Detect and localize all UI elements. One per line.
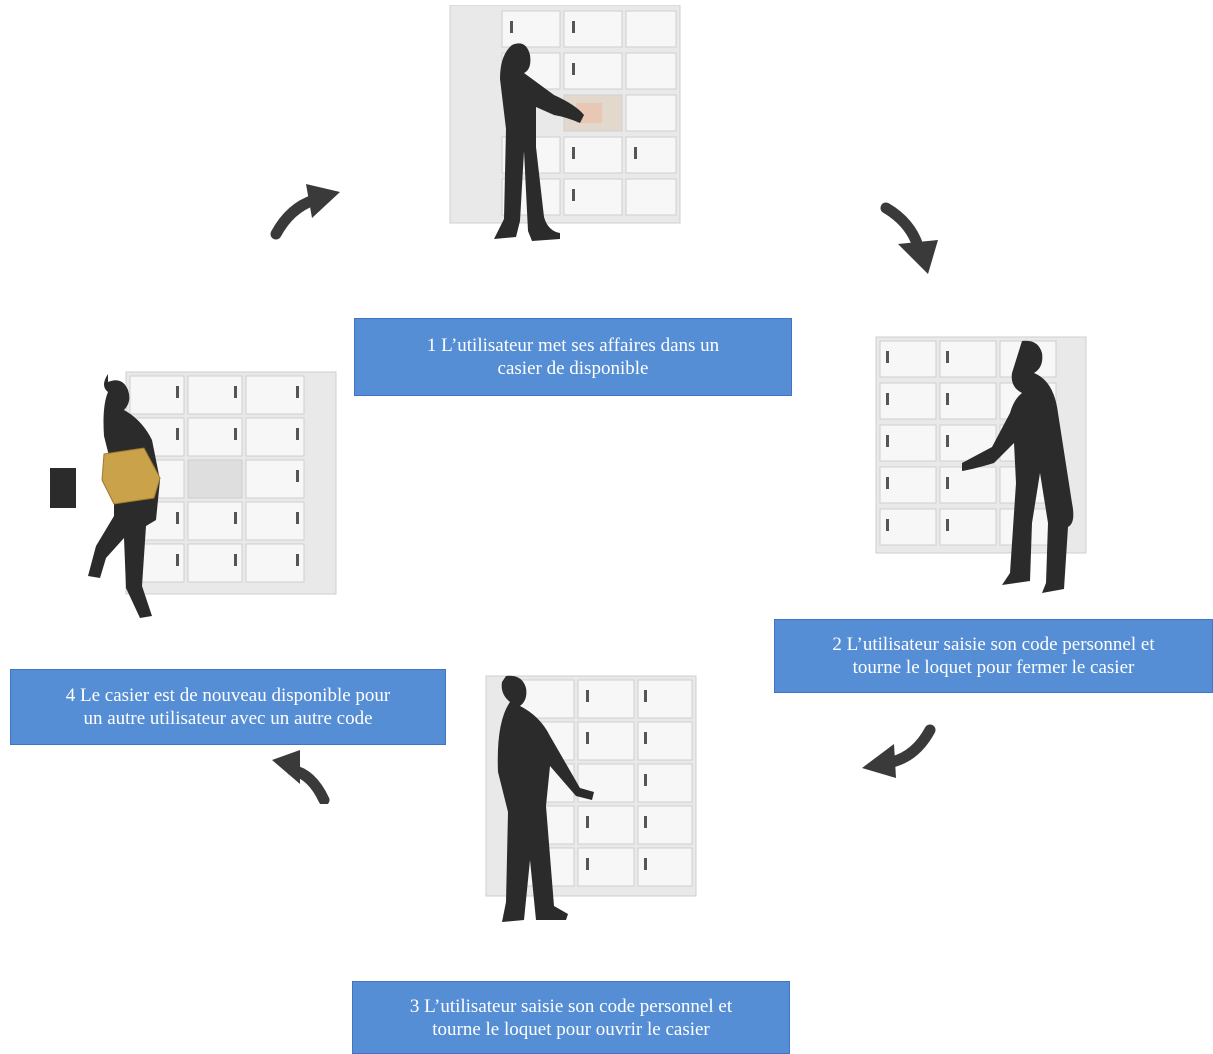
step-1-text-line2: casier de disponible bbox=[497, 358, 649, 379]
curved-arrow-icon bbox=[880, 202, 938, 274]
step-1-caption: 1 L’utilisateur met ses affaires dans un… bbox=[354, 318, 792, 396]
scene-3-illustration bbox=[466, 672, 706, 937]
step-3-text-line2: tourne le loquet pour ouvrir le casier bbox=[432, 1018, 710, 1040]
step-2-text-line2: tourne le loquet pour fermer le casier bbox=[852, 657, 1135, 678]
arrow-step3-to-step4 bbox=[270, 748, 334, 804]
step-1-text-line1: 1 L’utilisateur met ses affaires dans un bbox=[426, 335, 720, 356]
arrow-step1-to-step2 bbox=[876, 200, 946, 280]
scene-4-illustration bbox=[46, 368, 346, 638]
step-4-text-line2: un autre utilisateur avec un autre code bbox=[83, 708, 373, 729]
locker-person-2-icon bbox=[875, 336, 1087, 593]
step-2-caption: 2 L’utilisateur saisie son code personne… bbox=[774, 619, 1213, 693]
arrow-step2-to-step3 bbox=[856, 722, 940, 784]
step-2-text-line1: 2 L’utilisateur saisie son code personne… bbox=[832, 634, 1155, 655]
step-4-caption: 4 Le casier est de nouveau disponible po… bbox=[10, 669, 446, 745]
arrow-step4-to-step1 bbox=[266, 178, 348, 242]
curved-arrow-icon bbox=[272, 750, 330, 804]
curved-arrow-icon bbox=[270, 184, 340, 240]
locker-person-1-icon bbox=[449, 5, 681, 242]
scene-2-illustration bbox=[872, 333, 1092, 598]
locker-person-3-icon bbox=[485, 675, 697, 922]
scene-1-illustration bbox=[440, 5, 700, 305]
step-3-caption: 3 L’utilisateur saisie son code personne… bbox=[352, 981, 790, 1054]
step-4-text-line1: 4 Le casier est de nouveau disponible po… bbox=[65, 685, 391, 706]
locker-woman-4-icon bbox=[50, 371, 337, 618]
step-3-text-line1: 3 L’utilisateur saisie son code personne… bbox=[409, 995, 733, 1017]
curved-arrow-icon bbox=[862, 724, 936, 778]
